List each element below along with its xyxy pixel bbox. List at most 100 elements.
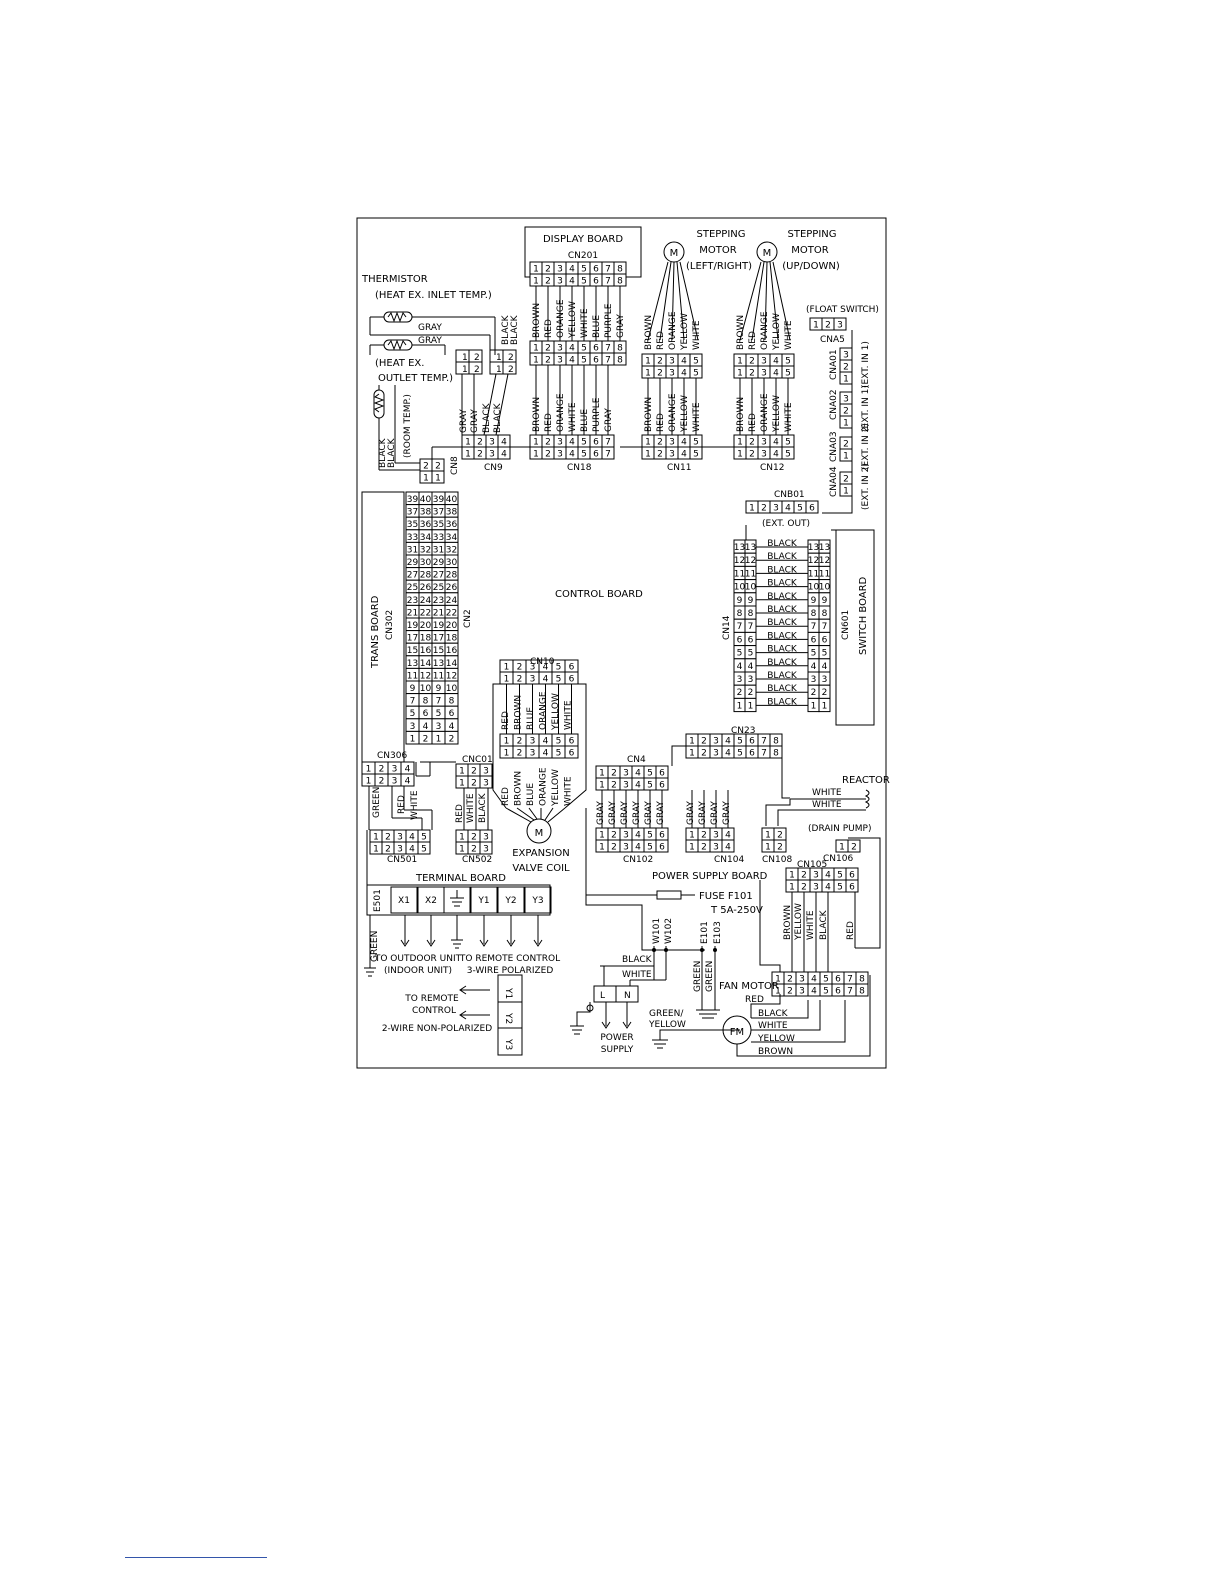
cn105-connector-pin: 1 <box>789 871 795 881</box>
cn2-pin: 29 <box>407 558 419 568</box>
cn9-connector-pin: 4 <box>501 438 507 448</box>
cn14-pin: 9 <box>737 596 743 606</box>
cn14-pin: 3 <box>748 675 754 685</box>
cn9-connector-cell <box>497 446 511 460</box>
cn11-upper-connector-pin: 2 <box>657 357 663 367</box>
cnc01-label: CNC01 <box>462 755 493 765</box>
cn201-connector-pin: 7 <box>605 265 611 275</box>
cn23-wire-label: GRAY <box>686 801 696 825</box>
cn14-pin: 2 <box>822 688 828 698</box>
cn12-lower-connector-pin: 5 <box>785 438 791 448</box>
fan-motor-connector-pin: 2 <box>787 975 793 985</box>
cn2-pin: 1 <box>410 734 416 744</box>
cn14-wire-label: BLACK <box>767 671 798 681</box>
room-temp-label: (ROOM TEMP.) <box>403 394 413 458</box>
cn10-upper-connector-pin: 5 <box>556 663 562 673</box>
cn18-upper-connector-pin: 8 <box>617 344 623 354</box>
cn11-lower-connector-pin: 1 <box>645 450 651 460</box>
two-wire-label: 2-WIRE NON-POLARIZED <box>382 1024 492 1034</box>
cn2-pin: 12 <box>446 671 457 681</box>
cn201-wire-label: BROWN <box>532 303 542 338</box>
cn2-pin: 16 <box>446 646 458 656</box>
cn23-wire-label: GRAY <box>722 801 732 825</box>
cn11-lower-connector-pin: 2 <box>657 438 663 448</box>
terminal-cell <box>443 886 471 914</box>
cn306-connector-pin: 1 <box>366 777 372 787</box>
cn18-upper-connector-pin: 2 <box>545 344 551 354</box>
terminal-cell <box>390 886 418 914</box>
cn502-connector-pin: 2 <box>471 845 477 855</box>
expansion-m: M <box>535 828 544 839</box>
switch-board-label: SWITCH BOARD <box>858 576 869 655</box>
cn9-connector-pin: 1 <box>465 450 471 460</box>
cn14-wire-label: BLACK <box>767 605 798 615</box>
cn10-label: CN10 <box>530 657 555 667</box>
svg-text:2: 2 <box>508 353 514 363</box>
cn14-pin: 7 <box>811 622 817 632</box>
power-wires <box>570 808 740 1049</box>
cn2-pin: 40 <box>446 495 458 505</box>
expansion-label-2: VALVE COIL <box>512 863 570 874</box>
cn12-upper-connector-pin: 1 <box>737 357 743 367</box>
cn18-upper-connector-pin: 2 <box>545 356 551 366</box>
black-wire-3: BLACK <box>378 437 388 468</box>
cn201-connector-pin: 1 <box>533 265 539 275</box>
cn14-pin: 10 <box>808 583 820 593</box>
cn10-lower-wire-label: ORANGE <box>539 767 549 806</box>
green-yellow-1: GREEN/ <box>649 1009 684 1019</box>
gray-wire-2: GRAY <box>418 336 442 346</box>
cn501-connector-pin: 2 <box>385 833 391 843</box>
cn2-pin: 15 <box>407 646 418 656</box>
cn2-pin: 12 <box>420 671 431 681</box>
cn105-yellow: YELLOW <box>794 903 804 941</box>
cn2-pin: 34 <box>420 533 432 543</box>
to-outdoor-1: TO OUTDOOR UNIT <box>374 954 462 964</box>
cn18-lower-connector-pin: 6 <box>593 450 599 460</box>
cna03-connector-pin: 2 <box>843 440 849 450</box>
cn14-pin: 7 <box>822 622 828 632</box>
cn14-pin: 13 <box>808 543 819 553</box>
cn102-connector-pin: 5 <box>647 843 653 853</box>
cn306-label: CN306 <box>377 751 407 761</box>
cn105-black: BLACK <box>819 909 829 940</box>
cn2-pin: 35 <box>433 520 444 530</box>
cn2-pin: 3 <box>436 722 442 732</box>
cn11-upper-connector-pin: 5 <box>693 369 699 379</box>
heat-outlet-label-1: (HEAT EX. <box>375 358 424 369</box>
cn12-lower-connector-pin: 5 <box>785 450 791 460</box>
power-supply-board-label: POWER SUPPLY BOARD <box>652 871 768 882</box>
cn2-pin: 39 <box>433 495 445 505</box>
cn501-connector-pin: 4 <box>409 833 415 843</box>
reactor-icon <box>765 789 870 826</box>
cn501-connector-pin: 4 <box>409 845 415 855</box>
ext-in-2b: (EXT. IN 2) <box>861 463 871 510</box>
cn14-pin: 12 <box>745 556 756 566</box>
cn102-connector-pin: 1 <box>599 831 605 841</box>
cn14-wire-label: BLACK <box>767 539 798 549</box>
cn2-pin: 31 <box>407 545 418 555</box>
cn18-lower-connector-cell <box>601 446 615 460</box>
cn2-pin: 17 <box>407 634 418 644</box>
cn104-connector-pin: 4 <box>725 843 731 853</box>
cn104-connector-pin: 2 <box>701 843 707 853</box>
cn2-pin: 26 <box>446 583 458 593</box>
white-wire-1: WHITE <box>410 790 420 820</box>
cn14-pin: 8 <box>811 609 817 619</box>
cn14-cell <box>818 697 831 713</box>
cn10-upper-connector-pin: 3 <box>530 663 536 673</box>
cn12-lower-wire-label: BROWN <box>736 397 746 432</box>
cn18-lower-connector-pin: 7 <box>605 450 611 460</box>
reactor-white-2: WHITE <box>812 800 842 810</box>
cn14-pin: 4 <box>811 662 817 672</box>
cn18-wire-label: ORANGE <box>556 393 566 432</box>
cn4-connector-pin: 3 <box>623 781 629 791</box>
cn11-lower-wire-label: BROWN <box>644 397 654 432</box>
cn2-pin: 2 <box>423 734 429 744</box>
